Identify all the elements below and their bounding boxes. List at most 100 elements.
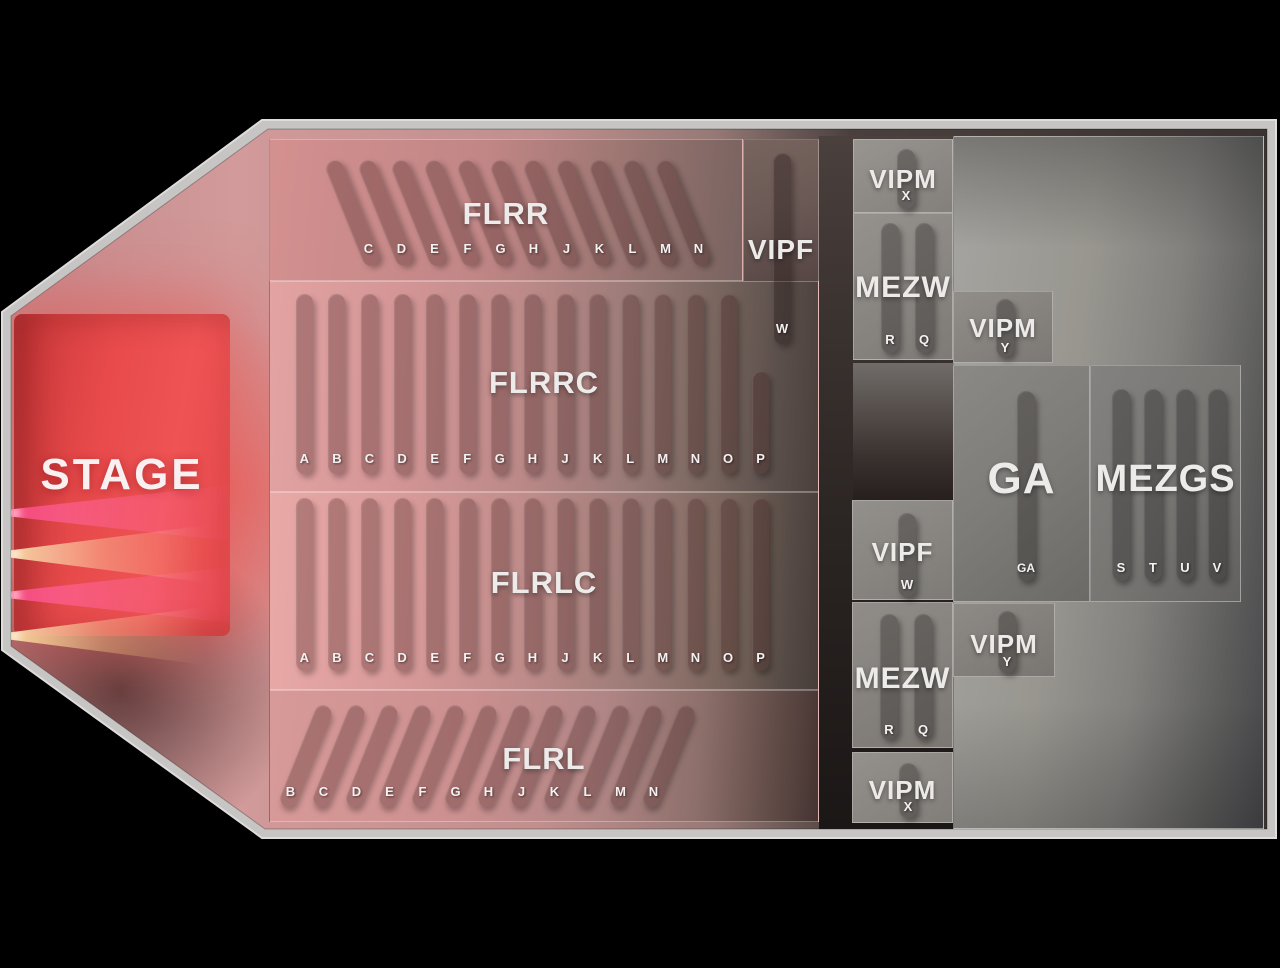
section-flrr[interactable]: FLRR C D E F G H J (269, 139, 743, 281)
seat-row-bar[interactable] (621, 294, 639, 474)
seat-row-bar[interactable] (1112, 389, 1130, 581)
seat-row-bar[interactable] (881, 223, 899, 353)
seat-row[interactable]: H (488, 154, 550, 269)
seat-row[interactable]: L (587, 154, 649, 269)
seat-row-bar[interactable] (1208, 389, 1226, 581)
seat-row[interactable]: O (712, 294, 745, 474)
seat-row[interactable]: J (505, 699, 565, 810)
seat-row[interactable]: H (516, 294, 549, 474)
seat-row-bar[interactable] (773, 153, 791, 344)
seat-row[interactable]: M (647, 294, 680, 474)
seat-row[interactable]: G (439, 699, 499, 810)
section-mezw-bottom[interactable]: MEZW R Q (852, 602, 953, 748)
section-ga[interactable]: GA GA (953, 365, 1090, 602)
seat-row[interactable]: D (356, 154, 418, 269)
seat-row-bar[interactable] (523, 294, 541, 474)
seat-row-bar[interactable] (719, 498, 737, 671)
seat-row-bar[interactable] (360, 294, 378, 474)
seat-row[interactable]: E (418, 294, 451, 474)
seat-row-bar[interactable] (426, 498, 444, 671)
section-vipf-bottom[interactable]: VIPF W (852, 500, 953, 600)
seat-row[interactable]: F (406, 699, 466, 810)
seat-row[interactable]: M (620, 154, 682, 269)
seat-row-bar[interactable] (1176, 389, 1194, 581)
seat-row[interactable]: Y (987, 299, 1023, 357)
section-mezw-top[interactable]: MEZW R Q (853, 213, 953, 360)
seat-row[interactable]: G (455, 154, 517, 269)
seat-row-bar[interactable] (915, 223, 933, 353)
seat-row[interactable]: S (1105, 389, 1137, 581)
seat-row[interactable]: T (1137, 389, 1169, 581)
seat-row-bar[interactable] (1144, 389, 1162, 581)
seat-row[interactable]: L (614, 294, 647, 474)
seat-row[interactable]: X (890, 763, 926, 818)
seat-row[interactable]: W (764, 153, 800, 344)
seat-row[interactable]: E (389, 154, 451, 269)
seat-row-bar[interactable] (426, 294, 444, 474)
seat-row-bar[interactable] (393, 498, 411, 671)
seat-row[interactable]: P (744, 498, 777, 671)
seat-row[interactable]: N (653, 154, 715, 269)
seat-row-bar[interactable] (899, 763, 917, 818)
seat-row[interactable]: O (712, 498, 745, 671)
seat-row-bar[interactable] (752, 371, 770, 474)
seat-row-bar[interactable] (556, 294, 574, 474)
seat-row[interactable]: W (889, 513, 925, 597)
section-mezgs[interactable]: MEZGS S T U V (1090, 365, 1241, 602)
seat-row[interactable]: D (386, 294, 419, 474)
seat-row[interactable]: Q (907, 223, 941, 353)
seat-row[interactable]: B (321, 294, 354, 474)
section-flrlc[interactable]: FLRLC A B C D E F G (269, 492, 819, 690)
seat-row[interactable]: C (353, 294, 386, 474)
seat-row[interactable]: K (538, 699, 598, 810)
seat-row[interactable]: GA (1008, 391, 1044, 581)
seat-row[interactable]: N (679, 294, 712, 474)
seat-row[interactable]: M (604, 699, 664, 810)
seat-row-bar[interactable] (686, 294, 704, 474)
seat-row-bar[interactable] (914, 614, 932, 739)
seat-row-bar[interactable] (589, 294, 607, 474)
seat-row[interactable]: K (581, 294, 614, 474)
seat-row[interactable]: X (888, 149, 924, 209)
section-vipm-y-bottom[interactable]: VIPM Y (953, 603, 1055, 677)
section-vipm-x-top[interactable]: VIPM X (853, 139, 953, 213)
seat-row[interactable]: Y (989, 611, 1025, 673)
seat-row-bar[interactable] (719, 294, 737, 474)
seat-row[interactable]: H (516, 498, 549, 671)
seat-row-bar[interactable] (393, 294, 411, 474)
seat-row-bar[interactable] (880, 614, 898, 739)
seat-row-bar[interactable] (898, 513, 916, 597)
seat-row-bar[interactable] (654, 294, 672, 474)
seat-row-bar[interactable] (996, 299, 1014, 357)
seat-row[interactable]: F (451, 498, 484, 671)
section-flrrc[interactable]: FLRRC A B C D E F G (269, 281, 819, 492)
seat-row[interactable]: L (571, 699, 631, 810)
seat-row-bar[interactable] (328, 294, 346, 474)
seat-row[interactable]: P (744, 294, 777, 474)
seat-row[interactable]: N (637, 699, 697, 810)
seat-row[interactable]: J (549, 498, 582, 671)
seat-row[interactable]: F (422, 154, 484, 269)
seat-row[interactable]: K (581, 498, 614, 671)
seat-row[interactable]: M (647, 498, 680, 671)
seat-row-bar[interactable] (897, 149, 915, 209)
seat-row-bar[interactable] (491, 498, 509, 671)
seat-row[interactable]: V (1201, 389, 1233, 581)
seat-row[interactable]: D (386, 498, 419, 671)
seat-row-bar[interactable] (458, 498, 476, 671)
seat-row-bar[interactable] (686, 498, 704, 671)
seat-row[interactable]: G (484, 294, 517, 474)
seat-row[interactable]: G (484, 498, 517, 671)
seat-row[interactable]: J (521, 154, 583, 269)
seat-row[interactable]: R (872, 614, 906, 739)
seat-row-bar[interactable] (998, 611, 1016, 673)
seat-row[interactable]: H (472, 699, 532, 810)
section-vipm-x-bottom[interactable]: VIPM X (852, 752, 953, 823)
section-vipm-y-top[interactable]: VIPM Y (953, 291, 1053, 363)
seat-row-bar[interactable] (458, 294, 476, 474)
seat-row-bar[interactable] (295, 294, 313, 474)
seat-row-bar[interactable] (556, 498, 574, 671)
seat-row[interactable]: F (451, 294, 484, 474)
seat-row-bar[interactable] (491, 294, 509, 474)
seat-row-bar[interactable] (589, 498, 607, 671)
